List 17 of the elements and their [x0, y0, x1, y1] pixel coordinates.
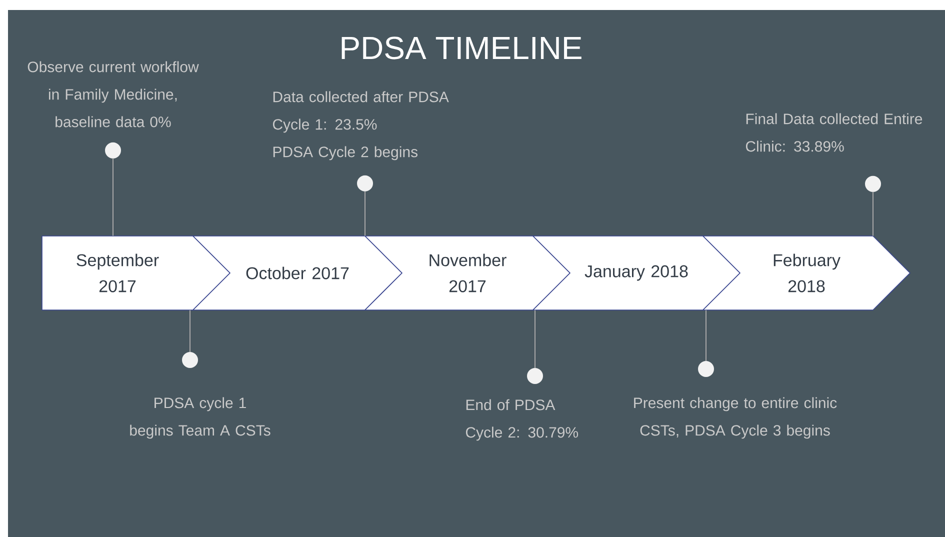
callout-text: PDSA cycle 1 begins Team A CSTs [130, 397, 270, 439]
leader-line [698, 310, 714, 377]
chevron-box: October 2017 [192, 236, 403, 310]
chevron-box: January 2018 [532, 236, 741, 310]
callout-text: End of PDSA Cycle 2: 30.79% [466, 399, 578, 441]
callout-text: Observe current workflow in Family Medicine, baseline data 0% [28, 61, 199, 128]
leader-line [357, 175, 373, 236]
title: PDSA TIMELINE [342, 36, 582, 60]
leader-line [105, 142, 121, 236]
chevron-box: November 2017 [364, 236, 571, 310]
callout-text: Final Data collected Entire Clinic: 33.89% [746, 113, 922, 152]
leader-line [182, 310, 198, 368]
leader-line [865, 176, 881, 236]
callout-text: Present change to entire clinic CSTs, PDSA Cycle 3 begins [634, 397, 837, 439]
chevron-box: February 2018 [702, 236, 911, 310]
callout-text: Data collected after PDSA Cycle 1: 23.5% PDSA Cycle 2 begins [272, 91, 449, 160]
leader-line [527, 310, 543, 384]
